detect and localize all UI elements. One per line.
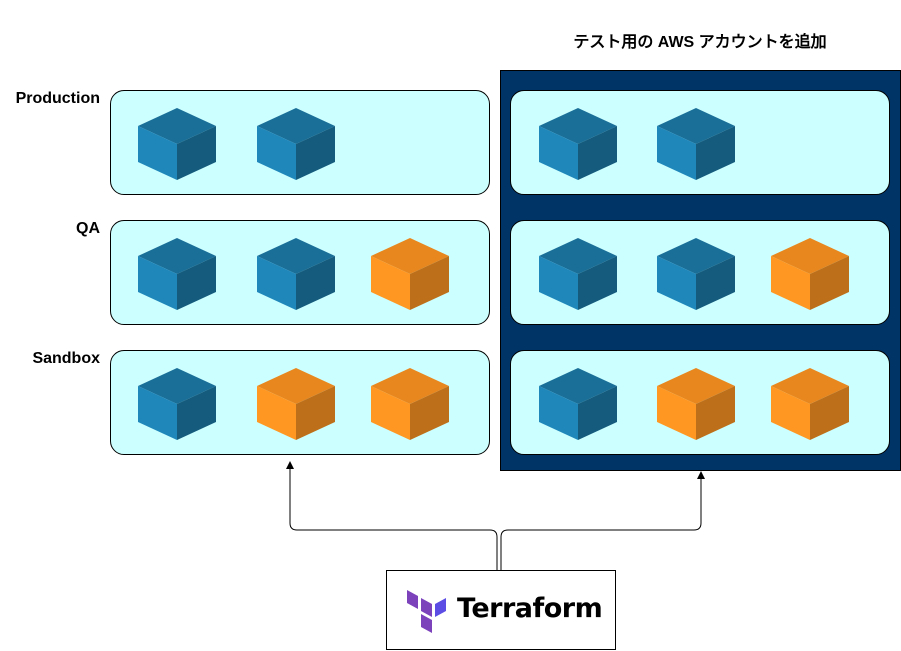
- environment-label: Production: [15, 90, 100, 107]
- environment-label: Sandbox: [32, 350, 100, 367]
- blue-cube-icon: [657, 108, 735, 180]
- orange-cube-icon: [657, 368, 735, 440]
- orange-cube-icon: [371, 238, 449, 310]
- blue-cube-icon: [138, 368, 216, 440]
- blue-cube-icon: [138, 108, 216, 180]
- orange-cube-icon: [257, 368, 335, 440]
- diagram-title: テスト用の AWS アカウントを追加: [573, 34, 827, 51]
- blue-cube-icon: [138, 238, 216, 310]
- blue-cube-icon: [539, 368, 617, 440]
- blue-cube-icon: [539, 108, 617, 180]
- terraform-label: Terraform: [457, 593, 603, 624]
- terraform-box: Terraform: [386, 570, 616, 650]
- connector-to-existing-account: [286, 461, 498, 570]
- environment-label: QA: [76, 220, 100, 237]
- blue-cube-icon: [539, 238, 617, 310]
- blue-cube-icon: [257, 238, 335, 310]
- orange-cube-icon: [371, 368, 449, 440]
- blue-cube-icon: [257, 108, 335, 180]
- terraform-logo-icon: [407, 590, 446, 633]
- orange-cube-icon: [771, 368, 849, 440]
- blue-cube-icon: [657, 238, 735, 310]
- orange-cube-icon: [771, 238, 849, 310]
- connector-to-new-account: [500, 471, 705, 570]
